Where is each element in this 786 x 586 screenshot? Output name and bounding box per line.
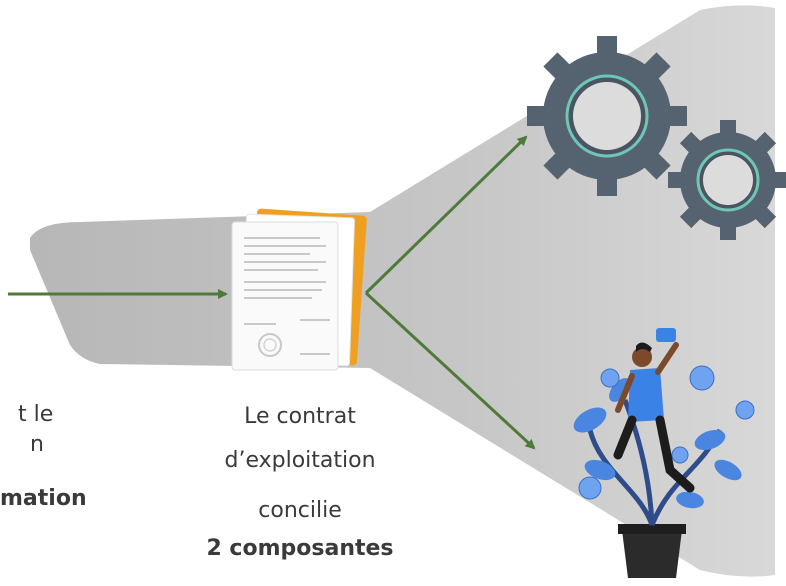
contract-title-line2: d’exploitation [224, 448, 376, 473]
contract-subtitle: concilie [258, 498, 342, 523]
gears-icon [527, 36, 786, 240]
arrow-to-gears [364, 135, 528, 295]
left-text-line1: t le [18, 402, 54, 427]
arrow-to-plant [364, 291, 536, 450]
left-text-line2: n [30, 432, 44, 457]
document-icon [231, 208, 367, 371]
contract-components: 2 composantes [206, 536, 394, 561]
gardener-plant-icon [573, 328, 755, 578]
contract-title-line1: Le contrat [244, 404, 356, 429]
left-text-line3: mation [0, 486, 87, 511]
